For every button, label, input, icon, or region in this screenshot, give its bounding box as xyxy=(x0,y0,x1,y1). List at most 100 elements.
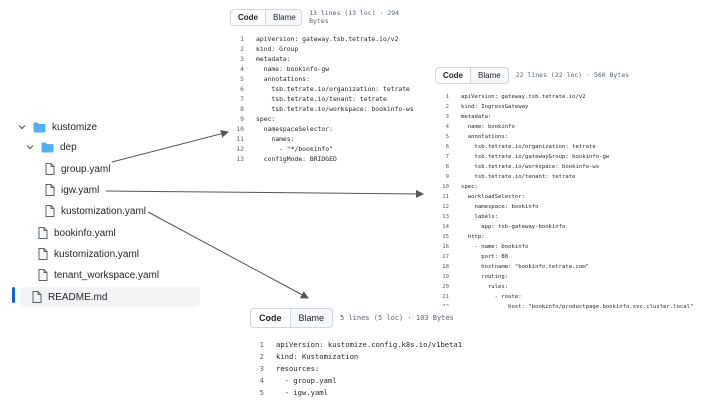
tab-blame[interactable]: Blame xyxy=(298,313,325,323)
selected-indicator xyxy=(12,287,15,303)
code-line: 13 labels: xyxy=(435,212,717,222)
line-text: - "*/bookinfo" xyxy=(256,145,333,153)
tree-item-dep-kustomization-yaml[interactable]: kustomization.yaml xyxy=(45,201,146,221)
line-text: hostname: "bookinfo.tetrate.com" xyxy=(461,264,589,270)
tab-blame[interactable]: Blame xyxy=(478,70,501,80)
line-text: rules: xyxy=(461,284,509,290)
line-text: labels: xyxy=(461,214,499,220)
tree-item-kustomization-yaml[interactable]: kustomization.yaml xyxy=(38,244,139,264)
line-number: 5 xyxy=(240,75,244,83)
code-line: 19 routing: xyxy=(435,272,717,282)
tree-item-readme-md[interactable]: README.md xyxy=(20,287,200,307)
line-number: 7 xyxy=(240,95,244,103)
panel-header: Code Blame 13 lines (13 loc) · 294 Bytes xyxy=(230,6,420,28)
tree-item-label: igw.yaml xyxy=(61,184,100,196)
code-line: 11 workloadSelector: xyxy=(435,192,717,202)
arrow-group-yaml xyxy=(111,129,229,163)
file-icon xyxy=(32,291,42,303)
tree-item-tenant-workspace-yaml[interactable]: tenant_workspace.yaml xyxy=(38,265,159,285)
line-number: 2 xyxy=(445,104,449,110)
line-number: 9 xyxy=(240,115,244,123)
code-line: 5 annotations: xyxy=(230,74,420,84)
folder-icon xyxy=(33,122,46,133)
line-number: 9 xyxy=(445,174,449,180)
line-number: 1 xyxy=(259,339,264,349)
code-line: 7 tsb.tetrate.io/tenant: tetrate xyxy=(230,94,420,104)
tree-item-dep-folder[interactable]: dep xyxy=(25,137,77,157)
code-line: 12 - "*/bookinfo" xyxy=(230,144,420,154)
line-number: 7 xyxy=(445,154,449,160)
line-number: 21 xyxy=(442,294,449,300)
line-text: - route: xyxy=(461,294,522,300)
line-number: 16 xyxy=(442,244,449,250)
code-line: 20 rules: xyxy=(435,282,717,292)
line-number: 14 xyxy=(442,224,449,230)
code-line: 9 tsb.tetrate.io/tenant: tetrate xyxy=(435,172,717,182)
code-line: 10 namespaceSelector: xyxy=(230,124,420,134)
code-line: 8 tsb.tetrate.io/workspace: bookinfo-ws xyxy=(230,104,420,114)
tab-code[interactable]: Code xyxy=(231,9,266,25)
line-number: 10 xyxy=(236,125,244,133)
tab-code[interactable]: Code xyxy=(251,309,291,327)
line-number: 3 xyxy=(259,363,264,373)
tab-blame[interactable]: Blame xyxy=(273,12,296,22)
line-text: - group.yaml xyxy=(276,375,337,385)
line-number: 10 xyxy=(442,184,449,190)
tree-item-label: kustomization.yaml xyxy=(54,248,140,260)
tree-item-kustomize-folder[interactable]: kustomize xyxy=(17,117,97,137)
chevron-down-icon xyxy=(25,142,35,152)
line-number: 20 xyxy=(442,284,449,290)
code-line: 5 annotations: xyxy=(435,132,717,142)
line-text: - name: bookinfo xyxy=(461,244,529,250)
kustomization-yaml-code-panel: Code Blame 5 lines (5 loc) · 103 Bytes 1… xyxy=(250,306,480,398)
line-number: 13 xyxy=(236,155,244,163)
line-number: 12 xyxy=(442,204,449,210)
code-line: 5 - igw.yaml xyxy=(250,386,480,398)
code-line: 8 tsb.tetrate.io/workspace: bookinfo-ws xyxy=(435,162,717,172)
tree-item-label: bookinfo.yaml xyxy=(54,227,116,239)
line-text: resources: xyxy=(276,363,320,373)
line-text: kind: IngressGateway xyxy=(461,104,529,110)
code-line: 12 namespace: bookinfo xyxy=(435,202,717,212)
code-line: 13 configMode: BRIDGED xyxy=(230,154,420,164)
line-number: 11 xyxy=(236,135,244,143)
folder-icon xyxy=(41,142,54,153)
code-line: 17 port: 80 xyxy=(435,252,717,262)
code-line: 4 - group.yaml xyxy=(250,374,480,386)
file-meta: 13 lines (13 loc) · 294 Bytes xyxy=(309,9,400,25)
line-number: 5 xyxy=(259,387,264,397)
line-number: 8 xyxy=(445,164,449,170)
tree-item-group-yaml[interactable]: group.yaml xyxy=(45,159,110,179)
tab-code[interactable]: Code xyxy=(436,67,471,83)
line-text: apiVersion: kustomize.config.k8s.io/v1be… xyxy=(276,339,463,349)
line-number: 4 xyxy=(259,375,264,385)
line-number: 18 xyxy=(442,264,449,270)
tree-item-bookinfo-yaml[interactable]: bookinfo.yaml xyxy=(38,223,116,243)
line-text: apiVersion: gateway.tsb.tetrate.io/v2 xyxy=(256,35,399,43)
code-line: 2 kind: IngressGateway xyxy=(435,102,717,112)
line-number: 6 xyxy=(445,144,449,150)
line-text: spec: xyxy=(256,115,276,123)
view-tabs: Code Blame xyxy=(435,66,509,84)
file-icon xyxy=(38,269,48,281)
line-number: 19 xyxy=(442,274,449,280)
chevron-down-icon xyxy=(17,122,27,132)
line-number: 6 xyxy=(240,85,244,93)
line-text: tsb.tetrate.io/gatewayGroup: bookinfo-gw xyxy=(461,154,610,160)
code-line: 16 - name: bookinfo xyxy=(435,242,717,252)
line-text: configMode: BRIDGED xyxy=(256,155,337,163)
line-text: host: "bookinfo/productpage.bookinfo.svc… xyxy=(461,304,694,310)
line-number: 11 xyxy=(442,194,449,200)
tree-item-igw-yaml[interactable]: igw.yaml xyxy=(45,180,99,200)
tree-item-label: kustomization.yaml xyxy=(61,205,147,217)
line-text: apiVersion: gateway.tsb.tetrate.io/v2 xyxy=(461,94,586,100)
view-tabs: Code Blame xyxy=(250,308,334,328)
line-text: - igw.yaml xyxy=(276,387,328,397)
